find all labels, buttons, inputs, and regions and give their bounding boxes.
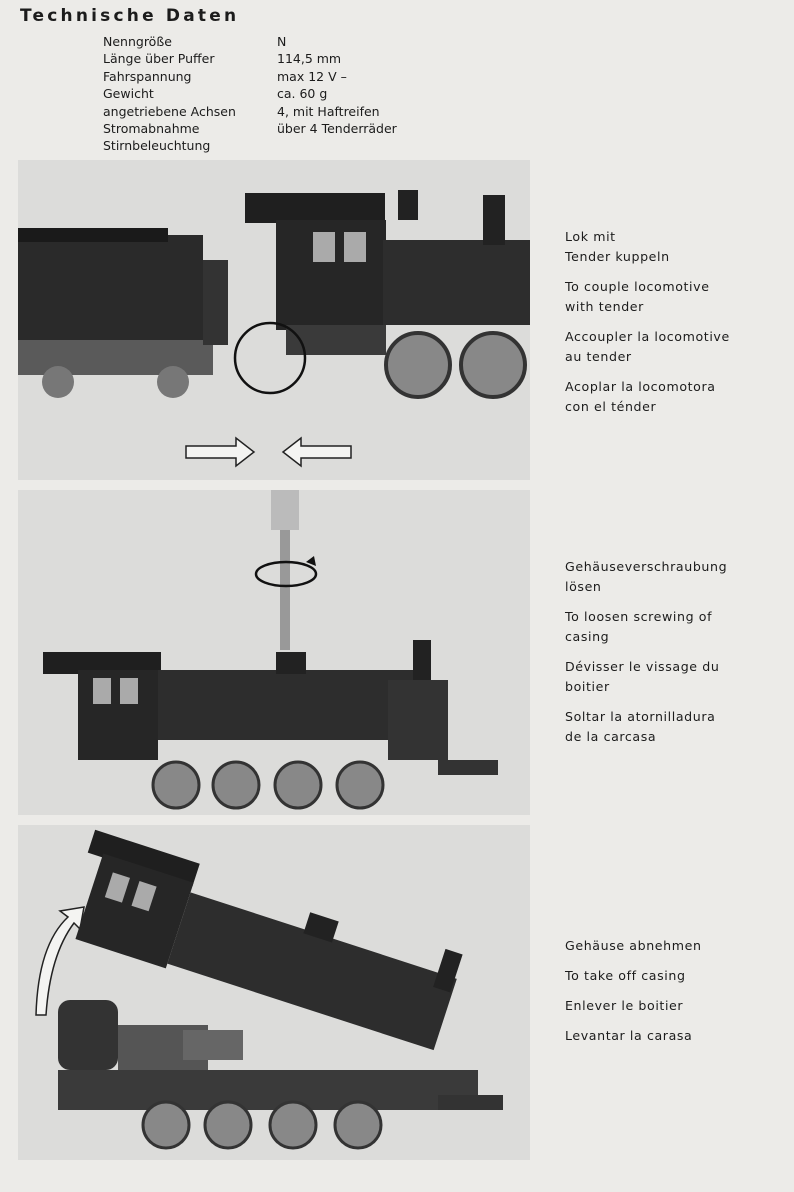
spec-row: Stromabnahme über 4 Tenderräder bbox=[103, 120, 397, 137]
caption-line: To couple locomotive bbox=[565, 279, 710, 294]
screwdriver-image bbox=[271, 490, 299, 650]
spec-row: Gewicht ca. 60 g bbox=[103, 85, 397, 102]
caption-line: Acoplar la locomotora bbox=[565, 379, 716, 394]
caption-es: Levantar la carasa bbox=[565, 1026, 702, 1046]
caption-line: Gehäuse abnehmen bbox=[565, 938, 702, 953]
arrow-left-icon bbox=[281, 436, 352, 468]
caption-de: Gehäuse abnehmen bbox=[565, 936, 702, 956]
spec-key: Fahrspannung bbox=[103, 68, 192, 84]
page-title: Technische Daten bbox=[20, 6, 240, 26]
caption-de: Gehäuseverschraubung lösen bbox=[565, 557, 727, 597]
caption-line: Levantar la carasa bbox=[565, 1028, 693, 1043]
caption-line: Accoupler la locomotive bbox=[565, 329, 730, 344]
spec-key: Länge über Puffer bbox=[103, 51, 215, 67]
spec-value: 4, mit Haftreifen bbox=[277, 103, 380, 119]
tender-image bbox=[18, 228, 228, 398]
locomotive-image bbox=[43, 640, 498, 810]
caption-line: Tender kuppeln bbox=[565, 249, 670, 264]
spec-key: Gewicht bbox=[103, 86, 154, 102]
spec-row: Stirnbeleuchtung bbox=[103, 137, 397, 154]
chassis-image bbox=[58, 1000, 503, 1150]
caption-es: Acoplar la locomotora con el ténder bbox=[565, 377, 730, 417]
caption-line: To loosen screwing of bbox=[565, 609, 713, 624]
spec-key: Stirnbeleuchtung bbox=[103, 138, 211, 154]
spec-key: Stromabnahme bbox=[103, 121, 200, 137]
caption-line: au tender bbox=[565, 349, 632, 364]
caption-fr: Enlever le boitier bbox=[565, 996, 702, 1016]
caption-en: To couple locomotive with tender bbox=[565, 277, 730, 317]
caption-line: with tender bbox=[565, 299, 644, 314]
spec-row: angetriebene Achsen 4, mit Haftreifen bbox=[103, 103, 397, 120]
caption-line: lösen bbox=[565, 579, 602, 594]
spec-key: angetriebene Achsen bbox=[103, 103, 236, 119]
caption-line: Lok mit bbox=[565, 229, 616, 244]
rotation-arrow-icon bbox=[254, 556, 318, 588]
coupling-highlight-circle bbox=[233, 321, 307, 395]
caption-fr: Accoupler la locomotive au tender bbox=[565, 327, 730, 367]
caption-en: To loosen screwing of casing bbox=[565, 607, 727, 647]
spec-key: Nenngröße bbox=[103, 34, 172, 49]
spec-row: Länge über Puffer 114,5 mm bbox=[103, 50, 397, 67]
photo-loosen-screw bbox=[18, 490, 530, 815]
caption-line: Dévisser le vissage du bbox=[565, 659, 720, 674]
spec-value: 114,5 mm bbox=[277, 51, 342, 67]
caption-fr: Dévisser le vissage du boitier bbox=[565, 657, 727, 697]
photo-couple-tender bbox=[18, 160, 530, 480]
caption-line: de la carcasa bbox=[565, 729, 657, 744]
caption-line: Gehäuseverschraubung bbox=[565, 559, 728, 574]
arrow-right-icon bbox=[185, 436, 256, 468]
spec-row: Nenngröße N bbox=[103, 33, 397, 50]
step-2-captions: Gehäuseverschraubung lösen To loosen scre… bbox=[565, 557, 727, 757]
caption-es: Soltar la atornilladura de la carcasa bbox=[565, 707, 727, 747]
caption-line: To take off casing bbox=[565, 968, 686, 983]
caption-line: boitier bbox=[565, 679, 610, 694]
spec-row: Fahrspannung max 12 V – bbox=[103, 68, 397, 85]
locomotive-image bbox=[245, 190, 530, 399]
spec-value: über 4 Tenderräder bbox=[277, 121, 397, 137]
photo-remove-casing bbox=[18, 825, 530, 1160]
lift-arrow-icon bbox=[35, 906, 85, 1016]
caption-line: con el ténder bbox=[565, 399, 657, 414]
caption-line: casing bbox=[565, 629, 610, 644]
spec-value: N bbox=[277, 34, 287, 49]
caption-en: To take off casing bbox=[565, 966, 702, 986]
spec-table: Nenngröße N Länge über Puffer 114,5 mm Fah… bbox=[103, 33, 397, 155]
casing-image bbox=[75, 829, 463, 1051]
caption-line: Enlever le boitier bbox=[565, 998, 684, 1013]
spec-value: ca. 60 g bbox=[277, 86, 328, 102]
step-3-captions: Gehäuse abnehmen To take off casing Enle… bbox=[565, 936, 702, 1056]
spec-value: max 12 V – bbox=[277, 68, 347, 84]
caption-line: Soltar la atornilladura bbox=[565, 709, 716, 724]
